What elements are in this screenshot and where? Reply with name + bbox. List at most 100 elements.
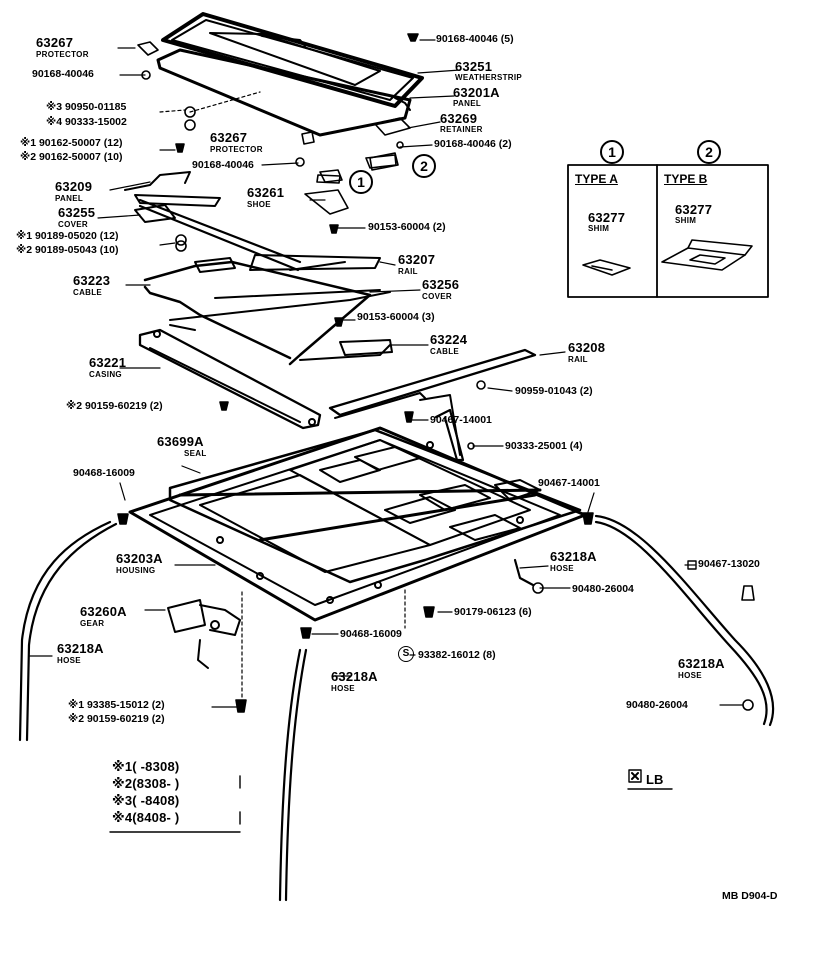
part-number-63218a-hose-2: 63218A (57, 641, 104, 656)
shim-small-drawings (316, 154, 397, 184)
footnote-rule (109, 775, 241, 833)
part-name-hose-3: HOSE (678, 671, 702, 680)
part-number-90189-05020: ※1 90189-05020 (12) (16, 230, 119, 242)
part-number-90162-50007-x12: ※1 90162-50007 (12) (20, 137, 123, 149)
inset-type-b-heading: TYPE B (664, 172, 708, 186)
part-number-63209: 63209 (55, 179, 93, 194)
part-number-90168-40046: 90168-40046 (32, 68, 94, 80)
shim-type-b-drawing (661, 239, 753, 271)
part-name-cable: CABLE (73, 288, 103, 297)
part-number-90189-05043: ※2 90189-05043 (10) (16, 244, 119, 256)
footnote-4: ※4(8408- ) (112, 810, 180, 825)
part-number-63224: 63224 (430, 332, 468, 347)
part-number-90153-60004-x3: 90153-60004 (3) (357, 311, 435, 323)
part-number-90959-01043: 90959-01043 (2) (515, 385, 593, 397)
inset-type-a-heading: TYPE A (575, 172, 618, 186)
family-box (627, 769, 673, 790)
part-number-63699a: 63699A (157, 434, 204, 449)
gear-motor-drawing (167, 599, 241, 669)
part-number-90333-25001: 90333-25001 (4) (505, 440, 583, 452)
part-number-63218a-hose-1: 63218A (550, 549, 597, 564)
part-number-63221: 63221 (89, 355, 127, 370)
part-number-90153-60004-x2: 90153-60004 (2) (368, 221, 446, 233)
part-number-63256: 63256 (422, 277, 460, 292)
part-number-63223: 63223 (73, 273, 111, 288)
inset-part-name-b: SHIM (675, 216, 697, 225)
part-name-hose-2: HOSE (57, 656, 81, 665)
part-name-seal: SEAL (184, 449, 207, 458)
circled-ref-2: 2 (412, 154, 436, 178)
part-name-cover: COVER (58, 220, 88, 229)
inset-part-number-a: 63277 (588, 210, 626, 225)
part-number-90468-16009-b: 90468-16009 (340, 628, 402, 640)
part-number-63251: 63251 (455, 59, 493, 74)
footnote-2: ※2(8308- ) (112, 776, 180, 791)
part-name-gear: GEAR (80, 619, 105, 628)
inset-circled-ref-1: 1 (600, 140, 624, 164)
panel-rail-drawing (124, 171, 381, 272)
part-number-90467-14001-b: 90467-14001 (538, 477, 600, 489)
leader-lines (29, 39, 743, 708)
part-number-90168-40046-x5: 90168-40046 (5) (436, 33, 514, 45)
part-name-hose-1: HOSE (550, 564, 574, 573)
part-number-90467-14001: 90467-14001 (430, 414, 492, 426)
hose-drawings (18, 408, 775, 902)
part-number-63218a-hose-4: 63218A (331, 669, 378, 684)
part-name-hose-4: HOSE (331, 684, 355, 693)
part-number-90467-13020: 90467-13020 (698, 558, 760, 570)
part-name-rail: RAIL (398, 267, 418, 276)
part-number-63218a-hose-3: 63218A (678, 656, 725, 671)
part-name-retainer: RETAINER (440, 125, 483, 134)
housing-drawing (128, 426, 587, 622)
footnote-1: ※1( -8308) (112, 759, 180, 774)
part-number-90468-16009: 90468-16009 (73, 467, 135, 479)
part-number-90168-40046-b: 90168-40046 (192, 159, 254, 171)
part-name-protector-2: PROTECTOR (210, 145, 263, 154)
part-number-93385-15012: ※1 93385-15012 (2) (68, 699, 165, 711)
part-number-90159-60219-x2: ※2 90159-60219 (2) (66, 400, 163, 412)
family-code: LB (646, 772, 664, 787)
part-number-90179-06123: 90179-06123 (6) (454, 606, 532, 618)
casing-drawing (138, 328, 322, 430)
part-number-90480-26004: 90480-26004 (572, 583, 634, 595)
part-number-63267-protector: 63267 (36, 35, 74, 50)
part-name-panel: PANEL (453, 99, 482, 108)
part-number-93382-16012: 93382-16012 (8) (418, 649, 496, 661)
drawing-code: MB D904-D (722, 890, 778, 902)
inset-circled-ref-2: 2 (697, 140, 721, 164)
part-number-63267-protector-2: 63267 (210, 130, 248, 145)
part-number-90162-50007-x10: ※2 90162-50007 (10) (20, 151, 123, 163)
part-number-90480-26004-b: 90480-26004 (626, 699, 688, 711)
part-name-rail-2: RAIL (568, 355, 588, 364)
part-number-63201a: 63201A (453, 85, 500, 100)
footnote-3: ※3( -8408) (112, 793, 180, 808)
part-number-90950-01185: ※3 90950-01185 (46, 101, 127, 113)
circled-s-symbol: S (398, 646, 414, 662)
part-name-cover-2: COVER (422, 292, 452, 301)
part-name-cable-2: CABLE (430, 347, 460, 356)
part-name-housing: HOUSING (116, 566, 156, 575)
part-name-panel-2: PANEL (55, 194, 84, 203)
part-number-90333-15002: ※4 90333-15002 (46, 116, 127, 128)
part-name-casing: CASING (89, 370, 122, 379)
part-number-63207: 63207 (398, 252, 436, 267)
part-name-weatherstrip: WEATHERSTRIP (455, 73, 523, 82)
part-number-63261: 63261 (247, 185, 285, 200)
part-name-protector: PROTECTOR (36, 50, 89, 59)
part-number-63269: 63269 (440, 111, 478, 126)
part-number-63255: 63255 (58, 205, 96, 220)
glass-panel-drawing (156, 12, 424, 137)
shim-inset-frame (567, 164, 769, 298)
part-number-63203a: 63203A (116, 551, 163, 566)
part-name-shoe: SHOE (247, 200, 271, 209)
inset-part-number-b: 63277 (675, 202, 713, 217)
small-circle-symbols (687, 560, 697, 570)
shim-type-a-drawing (582, 259, 631, 276)
part-number-90159-60219-x2-b: ※2 90159-60219 (2) (68, 713, 165, 725)
part-number-63260a: 63260A (80, 604, 127, 619)
part-number-90168-40046-x2: 90168-40046 (2) (434, 138, 512, 150)
circled-ref-1: 1 (349, 170, 373, 194)
cable-drawing (143, 257, 393, 366)
